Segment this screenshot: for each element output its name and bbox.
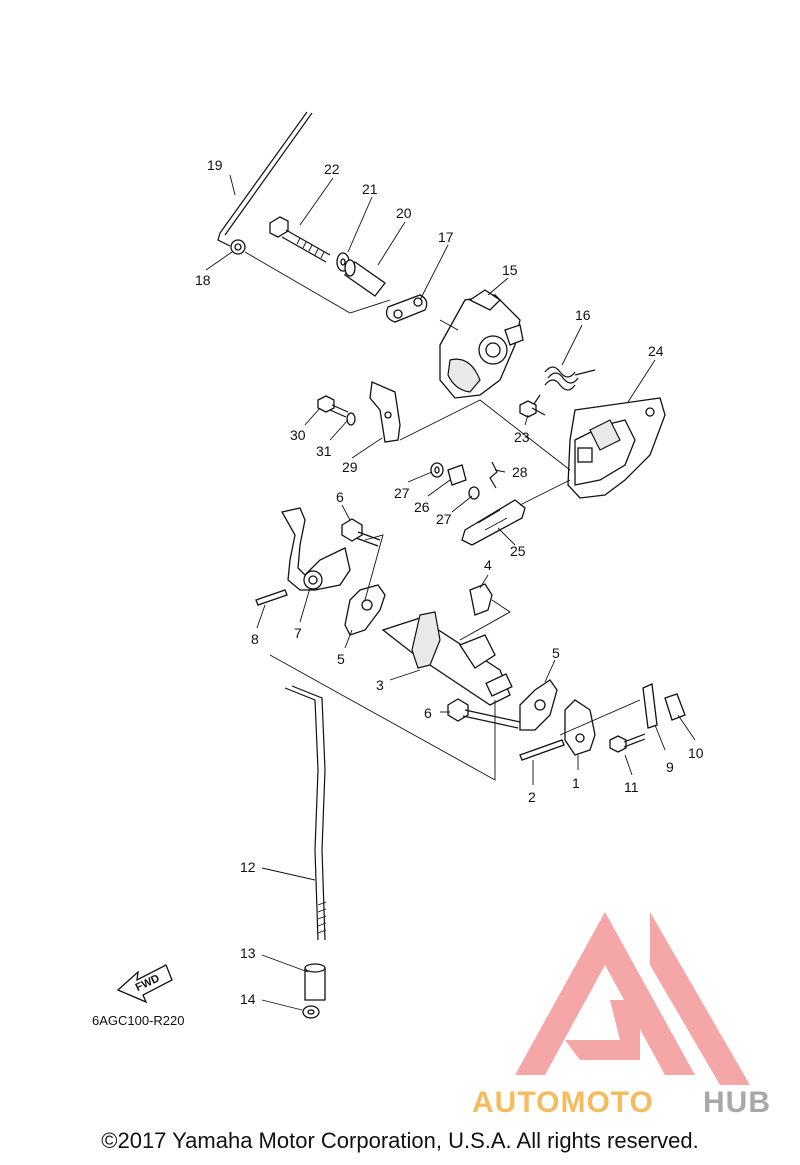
watermark-text: AUTOMOTO HUB bbox=[472, 1086, 771, 1119]
upper-assembly bbox=[217, 111, 666, 546]
part-number: 15 bbox=[502, 262, 518, 278]
part-number: 23 bbox=[514, 429, 530, 445]
part-number: 6 bbox=[424, 705, 432, 721]
part-number: 7 bbox=[294, 625, 302, 641]
part-number: 26 bbox=[414, 499, 430, 515]
part-numbers: 1 2 3 4 5 5 6 6 7 8 9 10 11 12 13 14 15 … bbox=[195, 157, 704, 1007]
part-number: 1 bbox=[572, 775, 580, 791]
watermark-text-b: HUB bbox=[703, 1086, 771, 1119]
part-number: 28 bbox=[512, 464, 528, 480]
part-number: 18 bbox=[195, 272, 211, 288]
part-number: 10 bbox=[688, 745, 704, 761]
part-number: 2 bbox=[528, 789, 536, 805]
part-number: 29 bbox=[342, 459, 358, 475]
part-number: 20 bbox=[396, 205, 412, 221]
part-number: 17 bbox=[438, 229, 454, 245]
part-number: 4 bbox=[484, 557, 492, 573]
part-number: 19 bbox=[207, 157, 223, 173]
part-number: 27 bbox=[436, 511, 452, 527]
part-number: 21 bbox=[362, 181, 378, 197]
part-number: 27 bbox=[394, 485, 410, 501]
part-number: 8 bbox=[251, 631, 259, 647]
part-number: 3 bbox=[376, 677, 384, 693]
callout-leaders bbox=[205, 174, 696, 1011]
part-number: 11 bbox=[624, 779, 639, 795]
part-number: 16 bbox=[575, 307, 591, 323]
part-number: 25 bbox=[510, 543, 526, 559]
part-number: 13 bbox=[240, 945, 256, 961]
copyright-notice: ©2017 Yamaha Motor Corporation, U.S.A. A… bbox=[101, 1128, 699, 1153]
part-number: 31 bbox=[316, 443, 332, 459]
part-number: 24 bbox=[648, 343, 664, 359]
fwd-arrow-icon: FWD bbox=[116, 964, 173, 1004]
part-number: 9 bbox=[666, 759, 674, 775]
part-number: 12 bbox=[240, 859, 256, 875]
part-number: 14 bbox=[240, 991, 256, 1007]
watermark-text-a: AUTOMOTO bbox=[472, 1086, 654, 1119]
part-number: 5 bbox=[337, 651, 345, 667]
part-number: 30 bbox=[290, 427, 306, 443]
part-number: 5 bbox=[552, 645, 560, 661]
diagram-reference-code: 6AGC100-R220 bbox=[92, 1013, 185, 1028]
part-number: 22 bbox=[324, 161, 340, 177]
part-number: 6 bbox=[336, 489, 344, 505]
lower-assembly bbox=[255, 507, 686, 1019]
watermark-logo bbox=[515, 912, 750, 1085]
